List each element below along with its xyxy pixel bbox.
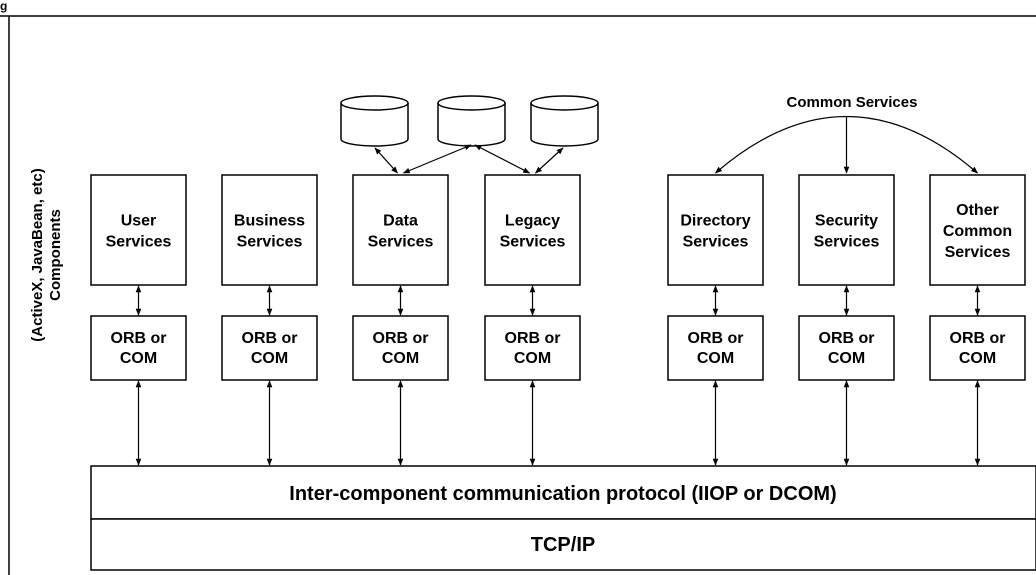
tcpip-bar-label: TCP/IP [531, 534, 595, 556]
user-orb-label-line: COM [120, 350, 157, 367]
side-label-line1: (ActiveX, JavaBean, etc) [29, 168, 46, 341]
directory-orb-label-line: ORB or [688, 330, 744, 347]
security-orb-label-line: ORB or [819, 330, 875, 347]
data-orb-label-line: ORB or [373, 330, 429, 347]
other-services-label-line: Common [943, 223, 1012, 240]
data-orb-box [352, 315, 449, 381]
db2-data-arrow [402, 144, 472, 174]
directory-services-label-line: Services [683, 234, 749, 251]
legacy-orb-box [484, 315, 581, 381]
database-3 [530, 95, 599, 147]
business-services-box [221, 174, 318, 286]
other-services-box [929, 174, 1026, 286]
business-services-label-line: Business [234, 213, 305, 230]
user-orb-box [90, 315, 187, 381]
db1-data-arrow [374, 147, 398, 174]
database-1 [340, 95, 409, 147]
directory-services-box [667, 174, 764, 286]
tcpip-bar [90, 518, 1036, 571]
db2-legacy-arrow [474, 144, 531, 174]
database-2 [437, 95, 506, 147]
legacy-services-label-line: Services [500, 234, 566, 251]
other-orb-label-line: ORB or [950, 330, 1006, 347]
user-services-label-line: Services [106, 234, 172, 251]
user-orb-label-line: ORB or [111, 330, 167, 347]
legacy-orb-label-line: COM [514, 350, 551, 367]
other-services-label-line: Services [945, 244, 1011, 261]
security-services-label-line: Services [814, 234, 880, 251]
figure-label: g [0, 0, 7, 13]
legacy-orb-label-line: ORB or [505, 330, 561, 347]
data-services-label-line: Data [383, 213, 418, 230]
data-services-label-line: Services [368, 234, 434, 251]
other-services-label-line: Other [956, 202, 999, 219]
common-services-arc [714, 115, 979, 174]
security-orb-label-line: COM [828, 350, 865, 367]
data-services-box [352, 174, 449, 286]
business-orb-label-line: ORB or [242, 330, 298, 347]
db3-legacy-arrow [534, 147, 564, 174]
legacy-services-box [484, 174, 581, 286]
common-services-label: Common Services [787, 94, 918, 111]
connectors-layer [135, 115, 981, 466]
security-orb-box [798, 315, 895, 381]
side-label-line2: Components [47, 209, 64, 301]
other-orb-box [929, 315, 1026, 381]
legacy-services-label-line: Legacy [505, 213, 560, 230]
protocol-bar [90, 465, 1036, 520]
directory-orb-box [667, 315, 764, 381]
protocol-bar-label: Inter-component communication protocol (… [289, 483, 836, 505]
security-services-label-line: Security [815, 213, 878, 230]
directory-services-label-line: Directory [680, 213, 750, 230]
security-services-box [798, 174, 895, 286]
side-label: (ActiveX, JavaBean, etc) Components [29, 168, 64, 341]
business-orb-label-line: COM [251, 350, 288, 367]
user-services-box [90, 174, 187, 286]
user-services-label-line: User [121, 213, 157, 230]
databases-layer [340, 95, 599, 147]
directory-orb-label-line: COM [697, 350, 734, 367]
data-orb-label-line: COM [382, 350, 419, 367]
other-orb-label-line: COM [959, 350, 996, 367]
business-orb-box [221, 315, 318, 381]
business-services-label-line: Services [237, 234, 303, 251]
